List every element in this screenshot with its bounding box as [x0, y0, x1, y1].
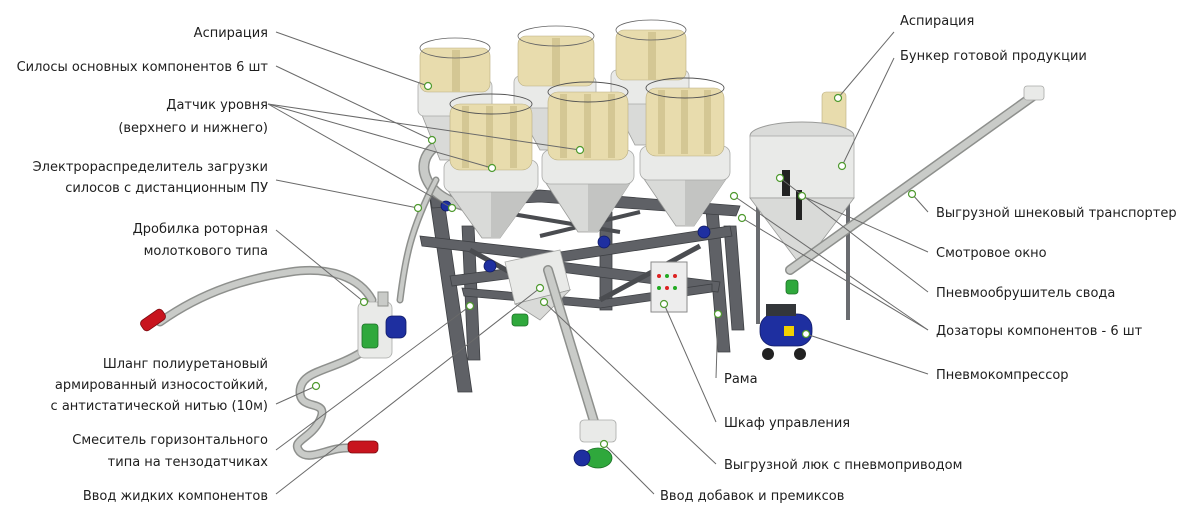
- label-dosers: Дозаторы компонентов - 6 шт: [936, 324, 1143, 339]
- left-labels: Аспирация Силосы основных компонентов 6 …: [17, 26, 269, 504]
- label-compressor: Пневмокомпрессор: [936, 368, 1069, 383]
- label-distributor-line1: Электрораспределитель загрузки: [33, 160, 268, 175]
- label-aspiration-right: Аспирация: [900, 14, 974, 29]
- label-level-sensor-line1: Датчик уровня: [166, 98, 268, 113]
- label-level-sensor-line2: (верхнего и нижнего): [118, 121, 268, 136]
- label-aspiration-left: Аспирация: [194, 26, 268, 41]
- leader-lines: [267, 31, 929, 495]
- label-control-cabinet: Шкаф управления: [724, 416, 850, 431]
- crusher: [357, 291, 407, 359]
- label-discharge-hatch: Выгрузной люк с пневмоприводом: [724, 458, 962, 473]
- doser-motor-3: [697, 225, 711, 239]
- label-crusher-line2: молоткового типа: [144, 244, 268, 259]
- label-hose-line1: Шланг полиуретановый: [103, 357, 268, 372]
- label-hose-line2: армированный износостойкий,: [55, 378, 268, 393]
- silo-front-3: [639, 77, 731, 227]
- control-cabinet-box: [650, 261, 688, 313]
- compressor-unit: [759, 304, 813, 360]
- label-mixer-line2: типа на тензодатчиках: [108, 455, 269, 470]
- label-mixer-line1: Смеситель горизонтального: [72, 433, 268, 448]
- silo-front-2: [541, 81, 635, 233]
- label-sight-window: Смотровое окно: [936, 246, 1047, 261]
- additives-conveyor: [543, 265, 617, 469]
- hose-end-nozzle-lower: [347, 440, 379, 454]
- hose-end-nozzle-upper: [140, 308, 166, 332]
- screw-conveyor-body: [785, 85, 1045, 275]
- label-additives-input: Ввод добавок и премиксов: [660, 489, 844, 504]
- label-arch-breaker: Пневмообрушитель свода: [936, 286, 1115, 301]
- doser-motor-2: [597, 235, 611, 249]
- label-frame: Рама: [724, 372, 758, 387]
- product-bunker: [749, 91, 855, 324]
- label-product-bunker: Бункер готовой продукции: [900, 49, 1087, 64]
- silo-front-1: [443, 93, 539, 239]
- doser-motor-1: [483, 259, 497, 273]
- callout-dots: [311, 81, 917, 449]
- label-distributor-line2: силосов с дистанционным ПУ: [65, 181, 268, 196]
- label-liquid-input: Ввод жидких компонентов: [83, 489, 268, 504]
- label-hose-line3: с антистатической нитью (10м): [51, 399, 268, 414]
- label-silos: Силосы основных компонентов 6 шт: [17, 60, 269, 75]
- label-screw-conveyor: Выгрузной шнековый транспортер: [936, 206, 1177, 221]
- label-crusher-line1: Дробилка роторная: [133, 222, 268, 237]
- right-labels: Аспирация Бункер готовой продукции Выгру…: [660, 14, 1177, 504]
